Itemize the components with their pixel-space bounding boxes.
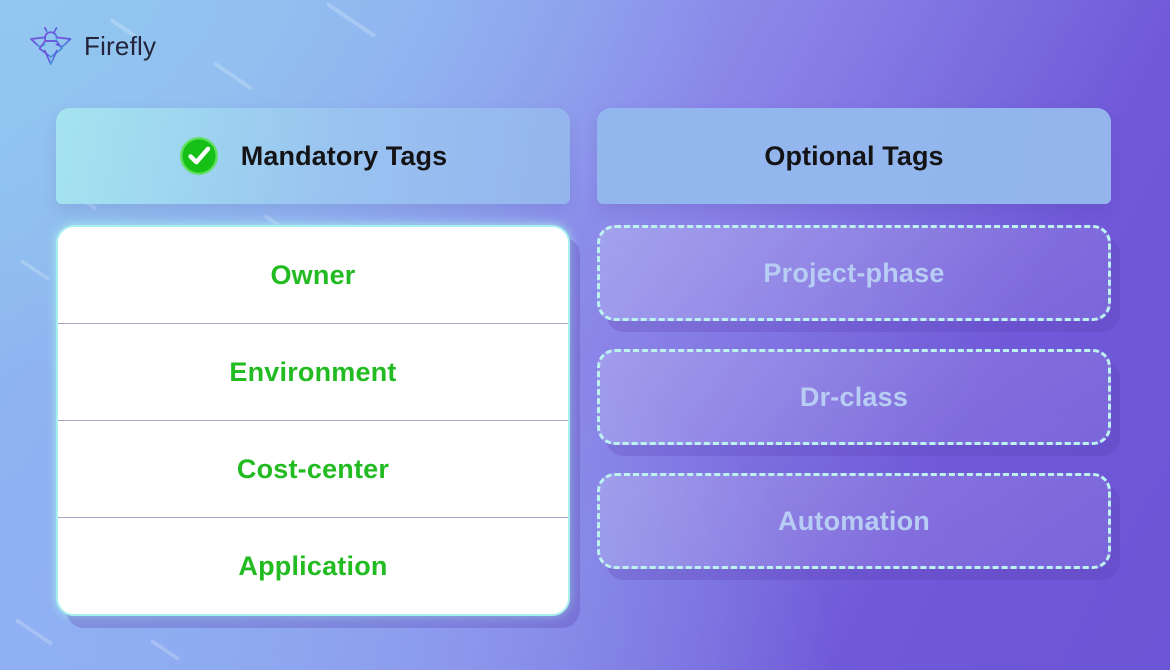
list-item[interactable]: Application bbox=[58, 518, 568, 614]
mandatory-tag-label: Cost-center bbox=[236, 453, 390, 484]
optional-tag-label: Dr-class bbox=[799, 381, 909, 412]
mandatory-tags-card: Owner Environment Cost-center Applicatio… bbox=[56, 225, 570, 616]
brand-name: Firefly bbox=[84, 31, 157, 61]
optional-column: Optional Tags Project-phase Dr-class Aut… bbox=[597, 108, 1111, 569]
brand-logo: Firefly bbox=[28, 26, 156, 66]
mandatory-tag-label: Environment bbox=[229, 356, 397, 387]
list-item[interactable]: Cost-center bbox=[58, 421, 568, 518]
green-check-circle-icon bbox=[179, 136, 219, 176]
mandatory-tag-label: Owner bbox=[270, 259, 356, 290]
optional-header-title: Optional Tags bbox=[764, 140, 944, 171]
optional-tag-label: Project-phase bbox=[763, 257, 945, 288]
mandatory-column: Mandatory Tags Owner Environment Cost-ce… bbox=[56, 108, 570, 616]
list-item[interactable]: Project-phase bbox=[597, 225, 1111, 321]
firefly-logo-icon bbox=[28, 26, 74, 66]
optional-tags-list: Project-phase Dr-class Automation bbox=[597, 225, 1111, 569]
optional-header: Optional Tags bbox=[597, 108, 1111, 204]
list-item[interactable]: Automation bbox=[597, 473, 1111, 569]
mandatory-header: Mandatory Tags bbox=[56, 108, 570, 204]
list-item[interactable]: Owner bbox=[58, 227, 568, 324]
mandatory-tag-label: Application bbox=[238, 550, 388, 581]
list-item[interactable]: Dr-class bbox=[597, 349, 1111, 445]
mandatory-header-title: Mandatory Tags bbox=[240, 140, 448, 171]
optional-tag-label: Automation bbox=[778, 505, 930, 536]
list-item[interactable]: Environment bbox=[58, 324, 568, 421]
